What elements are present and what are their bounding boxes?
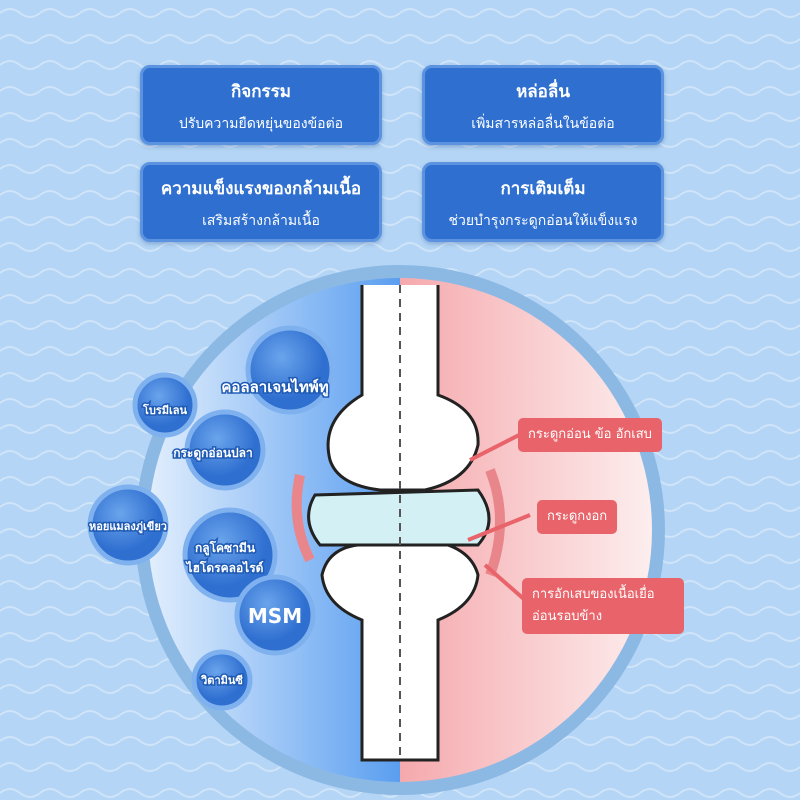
card-subtitle: เพิ่มสารหล่อลื่นในข้อต่อ <box>471 116 615 132</box>
bubble-fish-cartilage: กระดูกอ่อนปลา <box>172 409 266 491</box>
card-muscle-strength: ความแข็งแรงของกล้ามเนื้อ เสริมสร้างกล้าม… <box>140 162 382 242</box>
card-activity: กิจกรรม ปรับความยืดหยุ่นของข้อต่อ <box>140 65 382 145</box>
ingredient-label: ไฮโดรคลอไรด์ <box>185 560 264 575</box>
ingredient-label: หอยแมลงภู่เขียว <box>89 520 167 534</box>
bubble-collagen: คอลลาเจนไทพ์ทู <box>220 325 335 415</box>
card-subtitle: ปรับความยืดหยุ่นของข้อต่อ <box>178 116 344 132</box>
bubble-glucosamine: กลูโคซามีน ไฮโดรคลอไรด์ <box>182 507 278 603</box>
ingredient-label: กระดูกอ่อนปลา <box>173 446 253 461</box>
card-title: หล่อลื่น <box>516 82 570 102</box>
card-subtitle: เสริมสร้างกล้ามเนื้อ <box>202 213 320 229</box>
card-replenish: การเติมเต็ม ช่วยบำรุงกระดูกอ่อนให้แข็งแร… <box>422 162 664 242</box>
card-lubrication: หล่อลื่น เพิ่มสารหล่อลื่นในข้อต่อ <box>422 65 664 145</box>
bubble-vitamin-c: วิตามินซี <box>191 649 253 711</box>
tag-arthritis: กระดูกอ่อน ข้อ อักเสบ <box>518 418 662 452</box>
ingredient-label: คอลลาเจนไทพ์ทู <box>221 377 328 397</box>
card-title: กิจกรรม <box>230 82 291 102</box>
tag-inflammation: การอักเสบของเนื้อเยื่ออ่อนรอบข้าง <box>522 578 684 634</box>
bubble-bromelain: โบรมีเลน <box>132 372 198 438</box>
ingredient-label: วิตามินซี <box>200 674 243 687</box>
card-subtitle: ช่วยบำรุงกระดูกอ่อนให้แข็งแรง <box>448 213 638 229</box>
card-title: ความแข็งแรงของกล้ามเนื้อ <box>160 179 362 199</box>
bubble-msm: MSM <box>234 574 316 656</box>
ingredient-label: MSM <box>248 604 302 628</box>
tag-bone-spur: กระดูกงอก <box>537 500 618 534</box>
card-title: การเติมเต็ม <box>500 179 586 199</box>
ingredient-label: กลูโคซามีน <box>195 540 256 556</box>
ingredient-label: โบรมีเลน <box>142 403 188 417</box>
bubble-green-mussel: หอยแมลงภู่เขียว <box>87 484 169 566</box>
